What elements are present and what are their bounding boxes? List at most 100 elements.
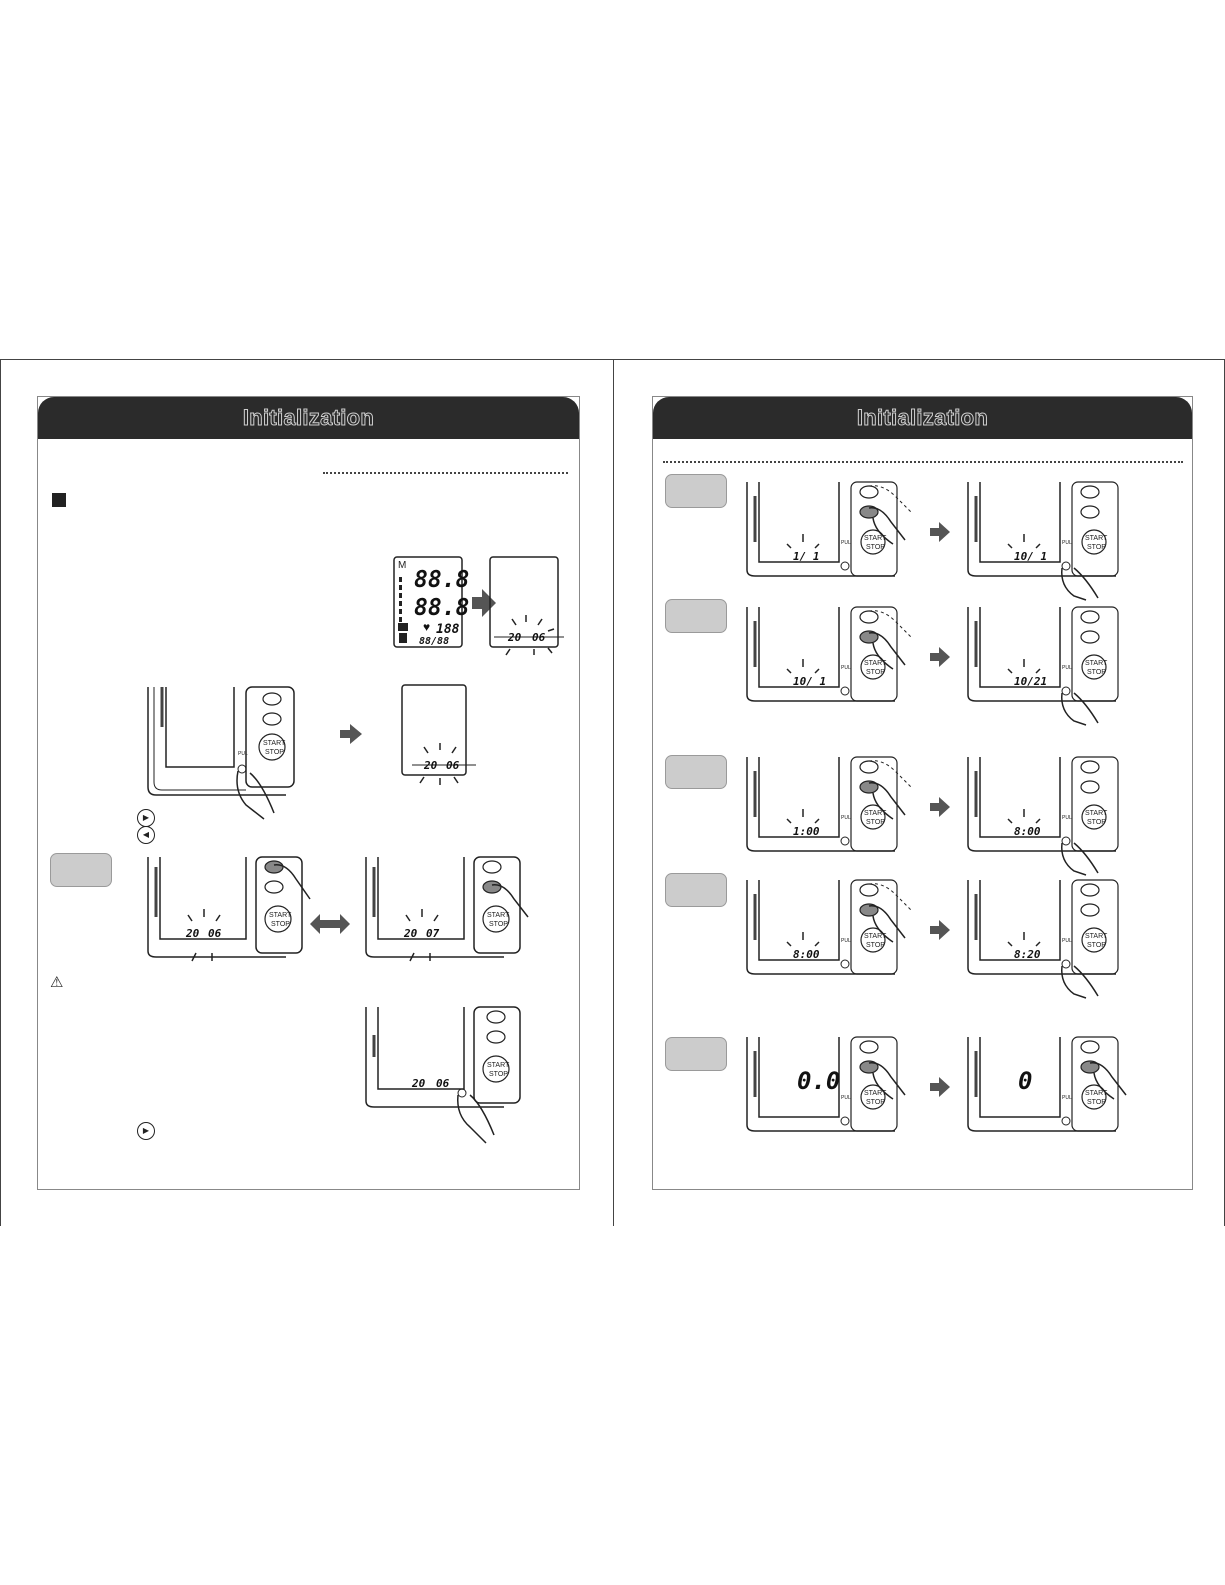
svg-text:START: START (864, 660, 887, 667)
lcd-value: 0.0 (797, 1067, 840, 1095)
lcd-value: 1/ 1 (793, 550, 820, 563)
svg-text:START: START (864, 810, 887, 817)
square-bullet-icon (52, 493, 66, 507)
svg-text:PUL: PUL (1062, 938, 1072, 944)
svg-text:STOP: STOP (265, 749, 284, 756)
device-year-down: 20 06 START STOP (147, 856, 311, 962)
finger-icon (1061, 567, 1099, 601)
svg-text:PUL: PUL (841, 815, 851, 821)
lcd-all-segments: M 88.8 88.8 ♥ 188 88/88 20 06 (393, 556, 564, 656)
svg-text:START: START (487, 1062, 510, 1069)
svg-text:20: 20 (403, 927, 418, 940)
page-center-divider (613, 360, 614, 1226)
left-dotted-rule (323, 472, 568, 474)
lcd-date-value: 88/88 (419, 636, 449, 647)
year-digits-2: 06 (532, 631, 546, 644)
svg-text:06: 06 (208, 927, 222, 940)
svg-text:STOP: STOP (866, 1099, 885, 1106)
svg-text:PUL: PUL (1062, 540, 1072, 546)
lcd-value: 8:00 (1014, 825, 1041, 838)
lcd-mid-value: 88.8 (414, 595, 469, 621)
svg-text:PUL: PUL (1062, 1095, 1072, 1101)
play-right-icon: ▶ (137, 1122, 155, 1140)
svg-text:PUL: PUL (1062, 665, 1072, 671)
svg-text:START: START (263, 740, 286, 747)
finger-icon (1089, 1062, 1127, 1100)
svg-text:PUL: PUL (841, 540, 851, 546)
arrow-right-icon (472, 589, 496, 617)
finger-icon (1061, 842, 1099, 876)
step-badge-memory (665, 1037, 727, 1071)
svg-text:20: 20 (423, 759, 438, 772)
svg-text:STOP: STOP (1087, 942, 1106, 949)
right-panel: Initialization START STOP PUL 1/ 1 START STOP… (652, 396, 1193, 1190)
finger-icon (868, 507, 906, 545)
person-icon (398, 623, 408, 631)
arrow-right-icon (930, 647, 950, 667)
svg-text:START: START (1085, 933, 1108, 940)
left-panel: Initialization M 88.8 88.8 ♥ 188 88/88 2… (37, 396, 580, 1190)
svg-text:START: START (864, 933, 887, 940)
svg-text:STOP: STOP (1087, 1099, 1106, 1106)
device-illustration: START STOP PUL 0 (967, 1036, 1127, 1132)
right-page-title: Initialization (856, 405, 989, 431)
play-left-icon: ◀ (137, 826, 155, 844)
finger-icon (1061, 692, 1099, 726)
page-top-border (0, 359, 1225, 360)
svg-text:STOP: STOP (866, 819, 885, 826)
step-badge-1 (50, 853, 112, 887)
lcd-value: 8:20 (1014, 948, 1041, 961)
svg-text:START: START (269, 912, 292, 919)
right-dotted-rule (663, 461, 1183, 463)
device-set-press: START STOP PUL (147, 686, 295, 820)
arrow-right-icon (930, 522, 950, 542)
lcd-value: 10/21 (1014, 675, 1047, 688)
finger-icon (273, 864, 311, 900)
finger-icon (868, 1062, 906, 1100)
lcd-year-blink: 20 06 (401, 684, 476, 785)
svg-text:START: START (1085, 810, 1108, 817)
svg-text:START: START (1085, 535, 1108, 542)
step-badge-minute (665, 873, 727, 907)
warning-triangle-icon: ⚠ (50, 974, 64, 991)
svg-text:PUL: PUL (1062, 815, 1072, 821)
lcd-value: 10/ 1 (793, 675, 826, 688)
step-badge-month (665, 474, 727, 508)
lcd-pulse-value: 188 (436, 622, 460, 637)
finger-icon (868, 782, 906, 820)
finger-icon (457, 1094, 495, 1144)
step-badge-day (665, 599, 727, 633)
lcd-value: 0 (1018, 1067, 1032, 1095)
page-left-border (0, 360, 1, 1226)
svg-text:07: 07 (426, 927, 440, 940)
finger-icon (1061, 965, 1099, 999)
svg-text:PUL: PUL (238, 751, 248, 757)
svg-text:PUL: PUL (841, 1095, 851, 1101)
device-illustration: START STOP PUL 8:20 (967, 879, 1119, 999)
heart-icon: ♥ (423, 620, 430, 634)
year-digits-1: 20 (507, 631, 522, 644)
svg-text:START: START (1085, 660, 1108, 667)
svg-text:STOP: STOP (866, 942, 885, 949)
svg-text:STOP: STOP (866, 544, 885, 551)
svg-text:START: START (864, 1090, 887, 1097)
svg-text:STOP: STOP (866, 669, 885, 676)
svg-text:PUL: PUL (841, 938, 851, 944)
device-year-confirm: 20 06 START STOP (365, 1006, 521, 1144)
svg-text:PUL: PUL (841, 665, 851, 671)
finger-icon (868, 905, 906, 943)
finger-icon (868, 632, 906, 670)
device-year-up: 20 07 START STOP (365, 856, 529, 962)
finger-icon (491, 884, 529, 918)
arrow-right-icon (930, 920, 950, 940)
step-badge-hour (665, 755, 727, 789)
svg-text:START: START (1085, 1090, 1108, 1097)
svg-text:20: 20 (411, 1077, 426, 1090)
lcd-value: 8:00 (793, 948, 820, 961)
double-arrow-icon (310, 914, 350, 934)
left-header: Initialization (38, 397, 579, 439)
